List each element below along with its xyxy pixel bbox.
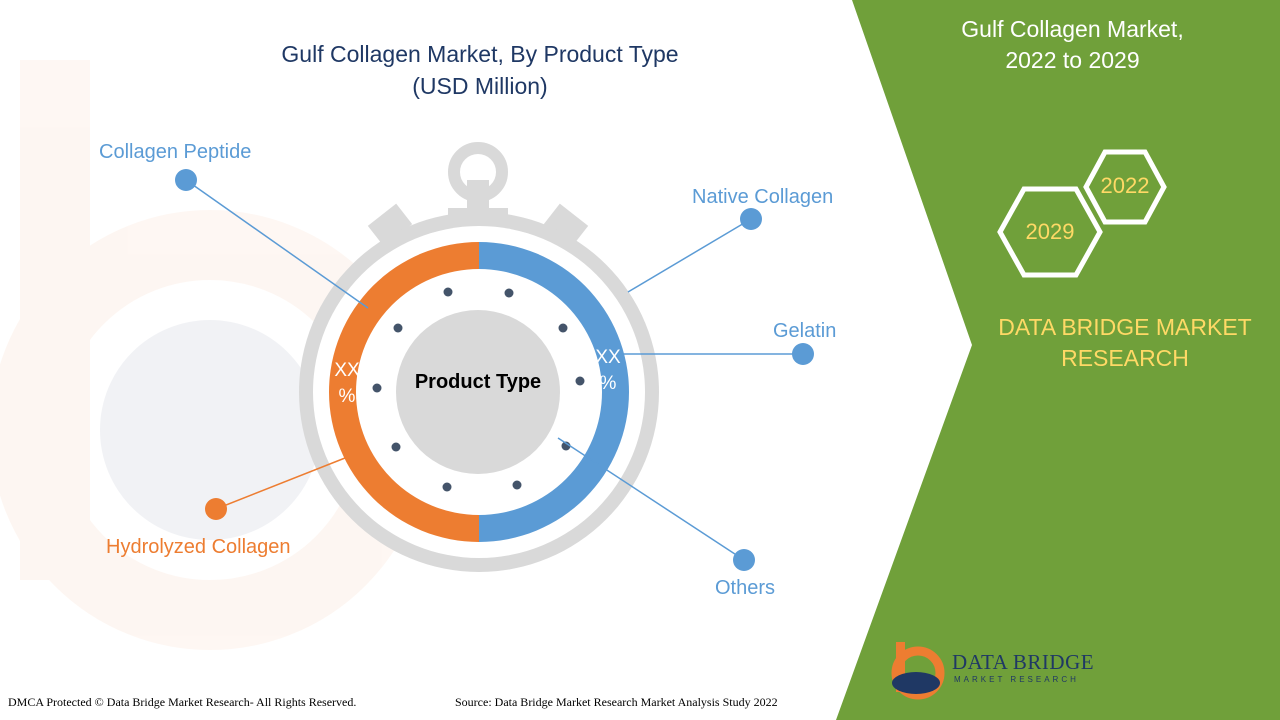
- brand-text: DATA BRIDGE MARKET RESEARCH: [985, 312, 1265, 374]
- year-end-label: 2029: [1025, 219, 1075, 244]
- label-hydrolyzed-collagen: Hydrolyzed Collagen: [106, 536, 291, 558]
- chart-title-line1: Gulf Collagen Market, By Product Type: [281, 41, 679, 67]
- chart-title-line2: (USD Million): [412, 73, 548, 99]
- label-collagen-peptide: Collagen Peptide: [99, 141, 252, 163]
- connector-collagen-peptide: [185, 179, 369, 309]
- percent-orange-value: XX: [334, 360, 360, 381]
- marker-gelatin: [792, 343, 814, 365]
- percent-label-orange: XX %: [327, 358, 367, 410]
- percent-blue-unit: %: [599, 373, 617, 394]
- year-start-label: 2022: [1100, 173, 1150, 198]
- logo-mark-icon: [891, 642, 945, 700]
- right-panel-title-line2: 2022 to 2029: [1005, 47, 1140, 73]
- percent-orange-unit: %: [338, 386, 356, 407]
- chart-title: Gulf Collagen Market, By Product Type (U…: [230, 38, 730, 102]
- ring-segment-blue: [479, 242, 629, 542]
- connector-others: [557, 437, 745, 561]
- marker-others: [733, 549, 755, 571]
- hexagon-2022: [1083, 149, 1167, 225]
- logo-tagline: MARKET RESEARCH: [954, 675, 1079, 684]
- center-label: Product Type: [414, 371, 542, 393]
- brand-text-line2: RESEARCH: [1061, 345, 1189, 371]
- percent-blue-value: XX: [595, 347, 621, 368]
- marker-collagen-peptide: [175, 169, 197, 191]
- marker-native-collagen: [740, 208, 762, 230]
- logo-name: DATA BRIDGE: [952, 650, 1095, 674]
- brand-text-line1: DATA BRIDGE MARKET: [998, 314, 1252, 340]
- footer-source: Source: Data Bridge Market Research Mark…: [455, 695, 778, 709]
- stopwatch-right-button: [543, 203, 589, 247]
- label-gelatin: Gelatin: [773, 320, 837, 342]
- center-disk: [396, 310, 560, 474]
- percent-label-blue: XX %: [588, 345, 628, 397]
- dial-dots: [372, 287, 585, 492]
- connector-hydrolyzed-collagen: [215, 457, 346, 510]
- marker-hydrolyzed-collagen: [205, 498, 227, 520]
- label-native-collagen: Native Collagen: [692, 186, 834, 208]
- stopwatch-left-button: [367, 203, 413, 247]
- ring-segment-orange: [329, 242, 479, 542]
- right-panel-title-line1: Gulf Collagen Market,: [961, 16, 1184, 42]
- connector-native-collagen: [627, 218, 752, 293]
- right-panel-title: Gulf Collagen Market, 2022 to 2029: [900, 14, 1245, 76]
- footer-copyright: DMCA Protected © Data Bridge Market Rese…: [8, 695, 357, 709]
- green-side-panel: [836, 0, 1280, 720]
- hexagon-2029: [997, 186, 1103, 278]
- label-others: Others: [715, 577, 776, 599]
